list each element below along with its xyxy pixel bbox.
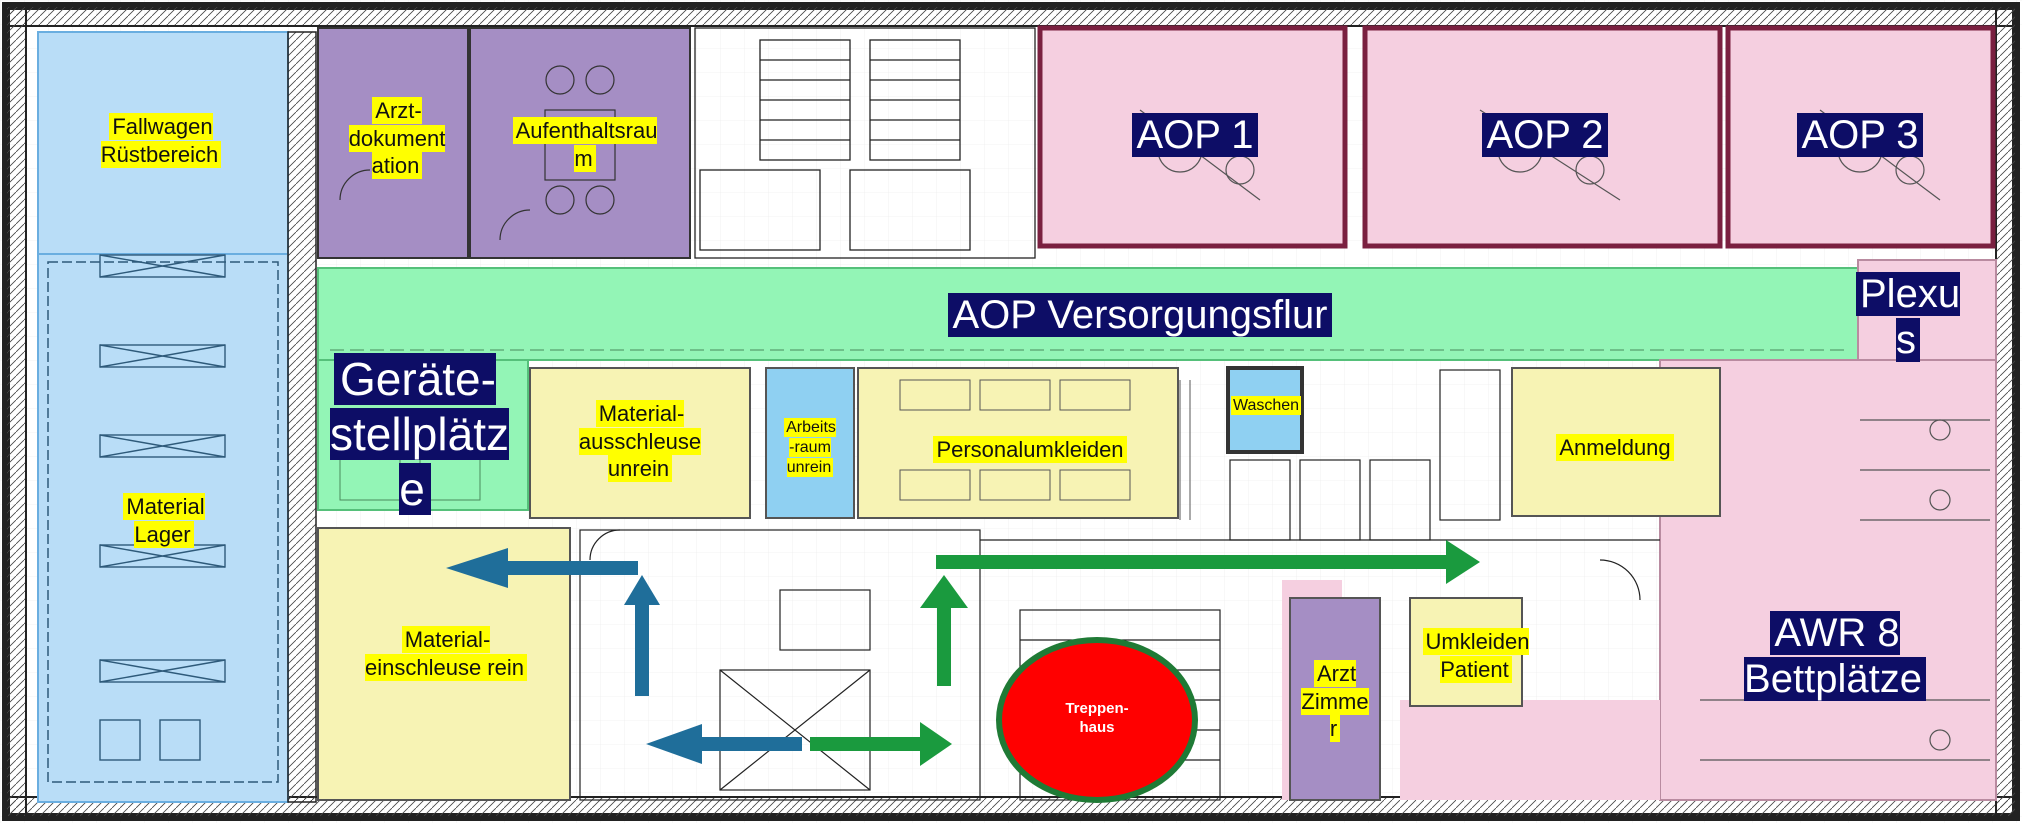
label-treppenhaus: Treppen- haus bbox=[1040, 700, 1154, 738]
label-materialausschleuse: Material- ausschleuse unrein bbox=[570, 400, 710, 483]
label-waschen: Waschen bbox=[1226, 396, 1306, 416]
label-plexus-text: Plexu s bbox=[1856, 272, 1961, 362]
label-aop3: AOP 3 bbox=[1780, 112, 1940, 158]
label-awr: AWR 8 Bettplätze bbox=[1730, 610, 1940, 702]
label-arzt-zimmer-text: Arzt Zimme r bbox=[1301, 660, 1369, 742]
label-aop1-text: AOP 1 bbox=[1132, 113, 1258, 157]
label-arzt-dokumentation-text: Arzt- dokument ation bbox=[348, 97, 446, 179]
label-awr-text: AWR 8 Bettplätze bbox=[1744, 611, 1926, 701]
label-waschen-text: Waschen bbox=[1230, 396, 1302, 415]
flow-arrows-green bbox=[810, 540, 1480, 766]
label-materialeinschleuse-text: Material- einschleuse rein bbox=[365, 626, 527, 681]
label-material-lager-text: Material Lager bbox=[123, 493, 205, 548]
label-fallwagen-text: Fallwagen Rüstbereich bbox=[100, 113, 222, 168]
label-aop2-text: AOP 2 bbox=[1482, 113, 1608, 157]
label-aop2: AOP 2 bbox=[1460, 112, 1630, 158]
label-material-lager: Material Lager bbox=[104, 493, 224, 548]
label-treppenhaus-text: Treppen- haus bbox=[1065, 700, 1129, 736]
label-anmeldung: Anmeldung bbox=[1540, 434, 1690, 462]
label-versorgungsflur-text: AOP Versorgungsflur bbox=[948, 293, 1332, 337]
label-aop3-text: AOP 3 bbox=[1797, 113, 1923, 157]
stairwell-oval bbox=[996, 637, 1198, 803]
label-personalumkleiden-text: Personalumkleiden bbox=[933, 436, 1127, 463]
flow-arrows-blue bbox=[446, 548, 802, 764]
label-aufenthaltsraum-text: Aufenthaltsrau m bbox=[512, 117, 658, 172]
label-materialeinschleuse: Material- einschleuse rein bbox=[336, 626, 556, 681]
label-personalumkleiden: Personalumkleiden bbox=[920, 436, 1140, 464]
label-arzt-dokumentation: Arzt- dokument ation bbox=[334, 97, 460, 180]
label-umkleiden-patient-text: Umkleiden Patient bbox=[1422, 628, 1530, 683]
label-anmeldung-text: Anmeldung bbox=[1556, 434, 1674, 461]
label-arzt-zimmer: Arzt Zimme r bbox=[1290, 660, 1380, 743]
label-plexus: Plexu s bbox=[1856, 271, 1961, 363]
label-aop1: AOP 1 bbox=[1110, 112, 1280, 158]
label-arbeitsraum: Arbeits -raum unrein bbox=[770, 418, 850, 478]
label-materialausschleuse-text: Material- ausschleuse unrein bbox=[578, 400, 702, 482]
label-versorgungsflur: AOP Versorgungsflur bbox=[840, 292, 1440, 338]
label-fallwagen: Fallwagen Rüstbereich bbox=[86, 113, 236, 168]
label-arbeitsraum-text: Arbeits -raum unrein bbox=[784, 418, 836, 477]
label-geraetestellplaetze-text: Geräte- stellplätz e bbox=[330, 353, 509, 516]
label-umkleiden-patient: Umkleiden Patient bbox=[1416, 628, 1536, 683]
label-aufenthaltsraum: Aufenthaltsrau m bbox=[490, 117, 680, 172]
label-geraetestellplaetze: Geräte- stellplätz e bbox=[330, 352, 509, 518]
